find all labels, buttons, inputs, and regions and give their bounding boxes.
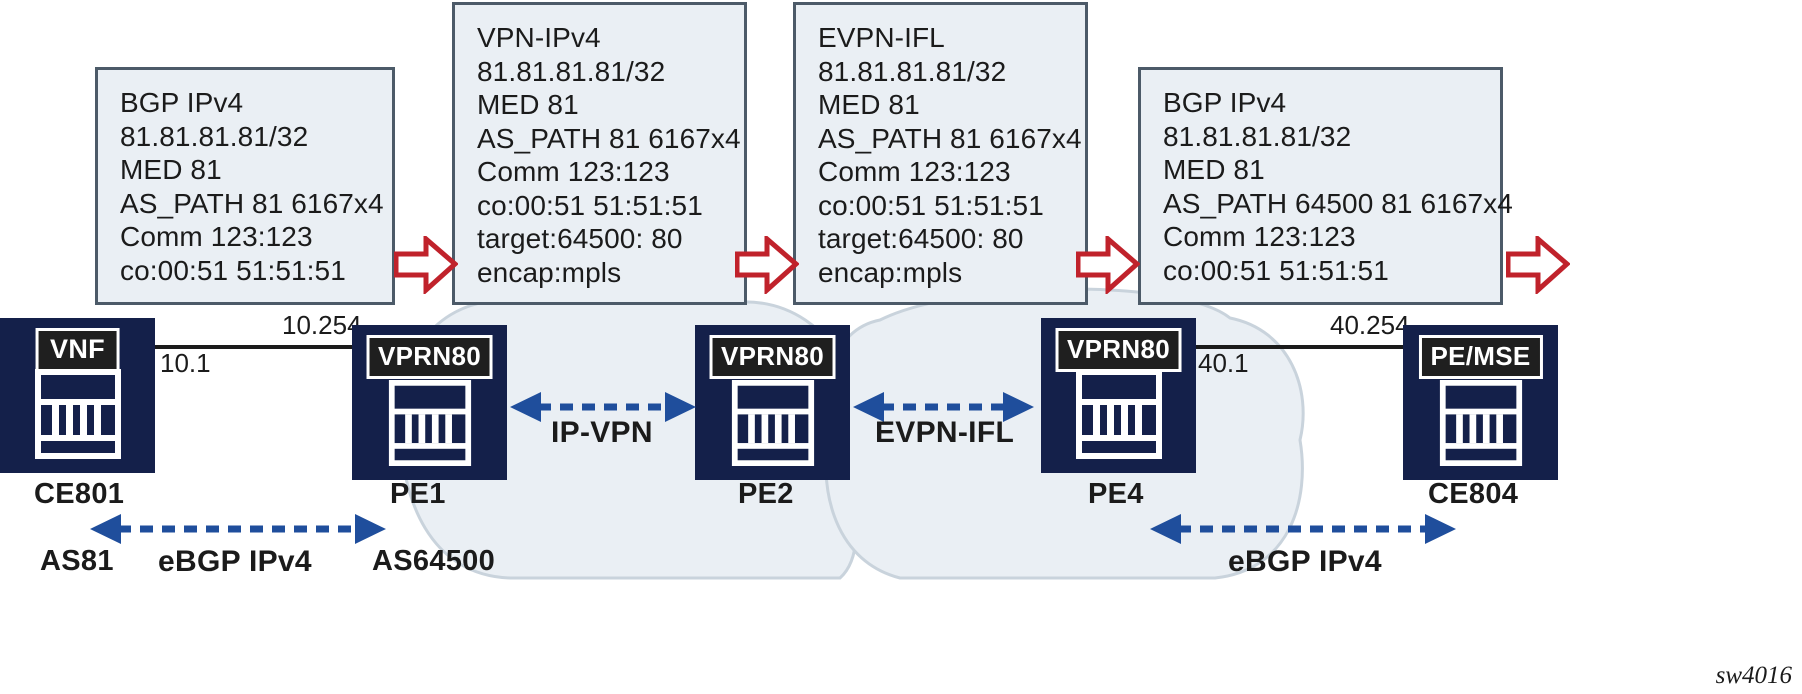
red-arrow-icon-3 (1076, 236, 1140, 294)
node-pe4[interactable]: VPRN80 (1041, 318, 1196, 473)
info-line: AS_PATH 64500 81 6167x4 (1163, 187, 1513, 219)
info-line: AS_PATH 81 6167x4 (477, 122, 741, 154)
node-tag-vprn80-pe2: VPRN80 (709, 335, 836, 379)
node-label-ce804: CE804 (1428, 478, 1519, 510)
info-line: MED 81 (1163, 154, 1265, 185)
node-tag-vprn80-pe1: VPRN80 (366, 335, 493, 379)
info-line: co:00:51 51:51:51 (1163, 254, 1389, 286)
info-box-bgp-ipv4-left: BGP IPv4 81.81.81.81/32 MED 81 AS_PATH 8… (95, 67, 395, 305)
info-line: MED 81 (120, 154, 222, 185)
node-ce801[interactable]: VNF (0, 318, 155, 473)
node-pe1[interactable]: VPRN80 (352, 325, 507, 480)
info-line: 81.81.81.81/32 (1163, 120, 1352, 152)
info-line: encap:mpls (818, 256, 963, 288)
info-line: 81.81.81.81/32 (120, 120, 309, 152)
node-tag-vprn80-pe4: VPRN80 (1055, 328, 1182, 372)
info-line: co:00:51 51:51:51 (477, 189, 703, 221)
info-line: VPN-IPv4 (477, 22, 601, 53)
info-line: target:64500: 80 (818, 223, 1024, 254)
info-box-vpn-ipv4: VPN-IPv4 81.81.81.81/32 MED 81 AS_PATH 8… (452, 2, 747, 305)
proto-label-ip-vpn: IP-VPN (551, 416, 653, 449)
iface-label-pe4-ce804-right: 40.254 (1330, 310, 1410, 340)
node-label-pe4: PE4 (1088, 478, 1144, 510)
node-label-ce801: CE801 (34, 478, 125, 510)
info-box-bgp-ipv4-right: BGP IPv4 81.81.81.81/32 MED 81 AS_PATH 6… (1138, 67, 1513, 305)
dashed-arrow-ebgp-ipv4-left (90, 514, 386, 544)
proto-label-evpn-ifl: EVPN-IFL (875, 416, 1015, 449)
info-line: target:64500: 80 (477, 223, 683, 254)
router-icon (388, 380, 471, 466)
info-line: BGP IPv4 (1163, 87, 1287, 118)
info-line: co:00:51 51:51:51 (818, 189, 1044, 221)
node-label-pe1: PE1 (390, 478, 446, 510)
node-label-pe2: PE2 (738, 478, 794, 510)
info-line: 81.81.81.81/32 (818, 55, 1007, 87)
dashed-arrow-ebgp-ipv4-right (1150, 514, 1456, 544)
dashed-arrow-evpn-ifl (853, 392, 1034, 422)
as-label-left-edge: AS81 (40, 545, 114, 577)
info-line: Comm 123:123 (120, 221, 313, 252)
node-pe2[interactable]: VPRN80 (695, 325, 850, 480)
info-line: EVPN-IFL (818, 22, 945, 53)
proto-label-ebgp-ipv4-right: eBGP IPv4 (1228, 545, 1382, 578)
info-line: MED 81 (818, 89, 920, 120)
iface-label-pe4-ce804-left: 40.1 (1198, 348, 1249, 378)
dashed-arrow-ip-vpn (510, 392, 696, 422)
router-icon (1439, 380, 1522, 466)
iface-label-ce801-pe1-right: 10.254 (282, 310, 362, 340)
node-ce804[interactable]: PE/MSE (1403, 325, 1558, 480)
router-icon (34, 369, 121, 459)
info-line: MED 81 (477, 89, 579, 120)
info-line: encap:mpls (477, 256, 622, 288)
router-icon (1075, 369, 1162, 459)
proto-label-ebgp-ipv4-left: eBGP IPv4 (158, 545, 312, 578)
info-line: AS_PATH 81 6167x4 (818, 122, 1082, 154)
red-arrow-icon-2 (735, 236, 799, 294)
router-icon (731, 380, 814, 466)
info-line: BGP IPv4 (120, 87, 244, 118)
as-label-left-core: AS64500 (372, 545, 496, 577)
iface-label-ce801-pe1-left: 10.1 (160, 348, 211, 378)
info-line: Comm 123:123 (477, 156, 670, 187)
watermark: sw4016 (1715, 662, 1792, 689)
link-pe4-ce804 (1196, 345, 1403, 349)
info-line: 81.81.81.81/32 (477, 55, 666, 87)
info-line: co:00:51 51:51:51 (120, 254, 346, 286)
info-line: Comm 123:123 (1163, 221, 1356, 252)
info-line: AS_PATH 81 6167x4 (120, 187, 384, 219)
node-tag-pe-mse: PE/MSE (1418, 335, 1543, 379)
info-line: Comm 123:123 (818, 156, 1011, 187)
link-ce801-pe1 (155, 345, 355, 349)
red-arrow-icon-4 (1506, 236, 1570, 294)
info-box-evpn-ifl: EVPN-IFL 81.81.81.81/32 MED 81 AS_PATH 8… (793, 2, 1088, 305)
node-tag-vnf: VNF (35, 328, 120, 373)
red-arrow-icon-1 (394, 236, 458, 294)
